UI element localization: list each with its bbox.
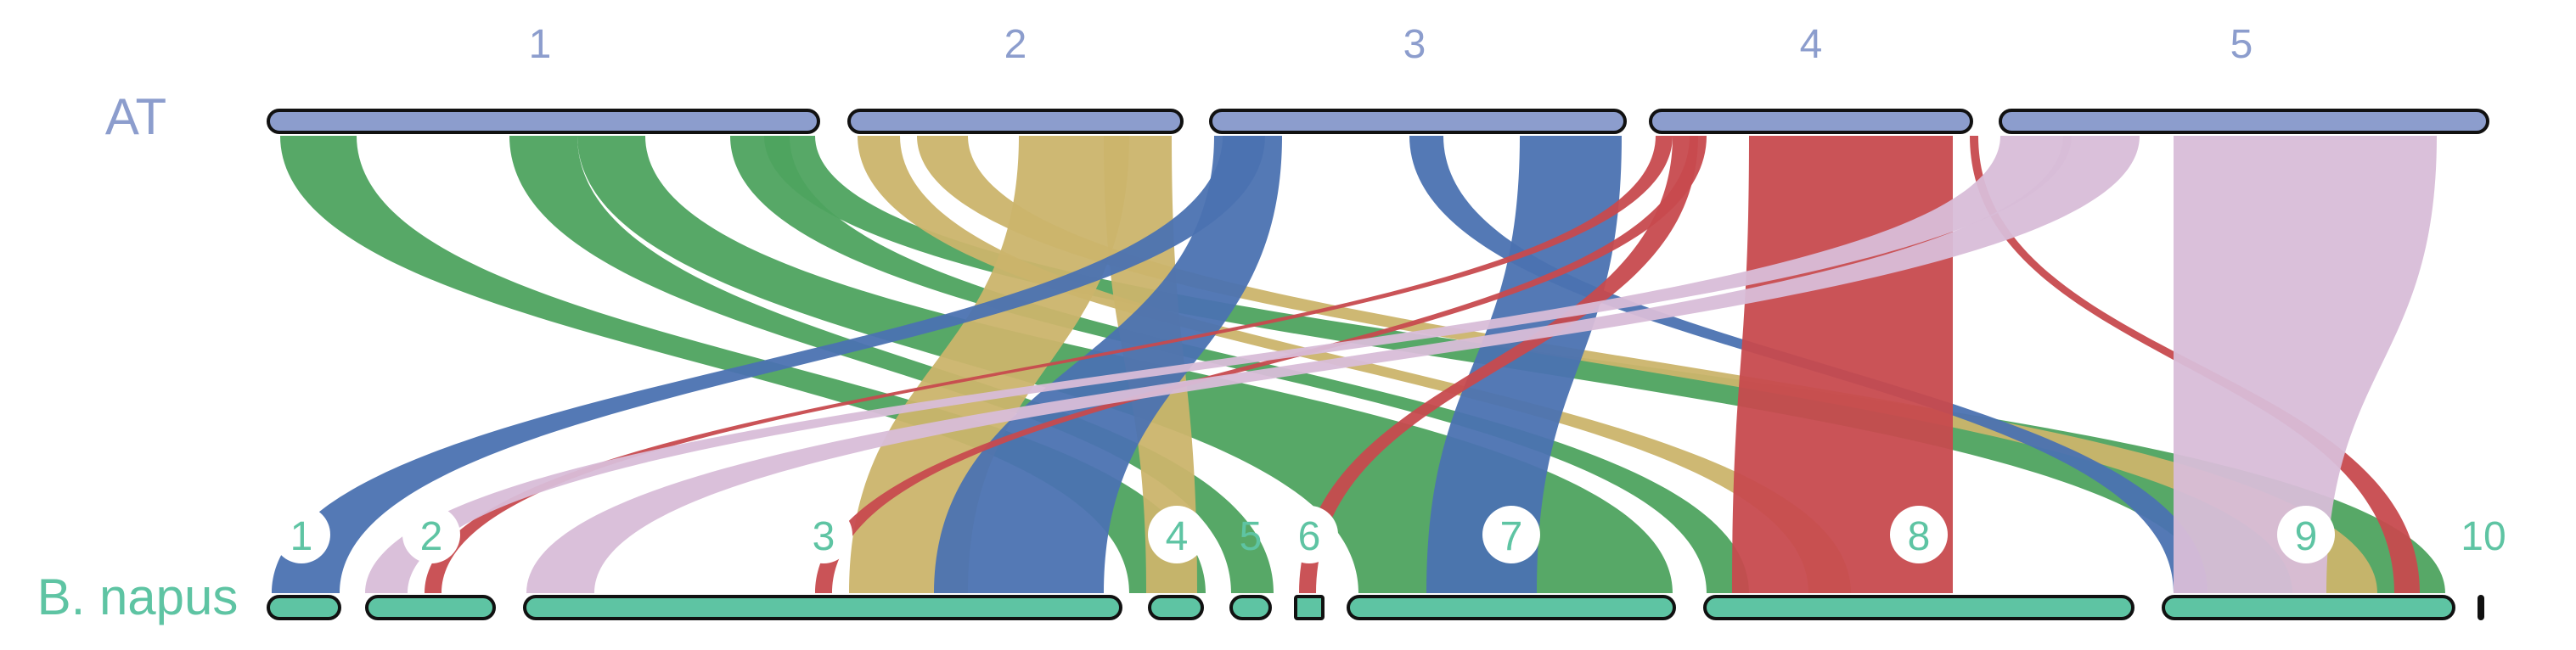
bottom-chromosome-2[interactable] <box>365 595 496 620</box>
bottom-chromosome-label-badge-6 <box>1280 506 1338 563</box>
top-genome-label: AT <box>105 88 166 145</box>
top-chromosome-4[interactable] <box>1649 109 1973 134</box>
synteny-ribbon-5-to-9 <box>2174 136 2437 593</box>
synteny-ribbon-2-to-9 <box>917 136 2377 593</box>
bottom-chromosome-label-1: 1 <box>290 514 313 559</box>
synteny-ribbon-4-to-8 <box>1732 136 1953 593</box>
top-chromosome-label-3: 3 <box>1403 22 1426 67</box>
bottom-chromosome-label-5: 5 <box>1240 514 1263 559</box>
bottom-chromosome-label-2: 2 <box>420 514 443 559</box>
top-chromosome-1[interactable] <box>267 109 820 134</box>
top-chromosome-label-5: 5 <box>2230 22 2253 67</box>
synteny-ribbon-5-to-3 <box>526 136 2140 593</box>
synteny-ribbon-3-to-7 <box>1426 136 1622 593</box>
bottom-chromosome-label-4: 4 <box>1166 514 1189 559</box>
bottom-chromosome-label-9: 9 <box>2295 514 2318 559</box>
bottom-chromosome-4[interactable] <box>1148 595 1204 620</box>
synteny-ribbon-4-to-2 <box>425 136 1673 593</box>
bottom-chromosome-3[interactable] <box>523 595 1122 620</box>
synteny-ribbon-1-to-5 <box>509 136 1274 593</box>
synteny-ribbon-4-to-3 <box>815 136 1707 593</box>
top-chromosome-5[interactable] <box>1999 109 2489 134</box>
bottom-chromosome-label-3: 3 <box>813 514 835 559</box>
bottom-chromosome-label-badge-9 <box>2277 506 2335 563</box>
top-chromosome-3[interactable] <box>1209 109 1627 134</box>
synteny-ribbons <box>272 136 2445 593</box>
bottom-genome-label: B. napus <box>37 569 239 625</box>
synteny-ribbon-5-to-2 <box>365 136 2072 593</box>
synteny-ribbon-1-to-4 <box>280 136 1206 593</box>
top-chromosome-2[interactable] <box>847 109 1184 134</box>
chromosome-bars <box>267 109 2489 620</box>
bottom-chromosome-label-badge-3 <box>795 506 852 563</box>
bottom-chromosome-label-7: 7 <box>1500 514 1523 559</box>
bottom-chromosome-8[interactable] <box>1703 595 2134 620</box>
bottom-chromosome-label-badge-4 <box>1148 506 1206 563</box>
bottom-chromosome-1[interactable] <box>267 595 341 620</box>
synteny-ribbon-3-to-1 <box>272 136 1265 593</box>
bottom-chromosome-9[interactable] <box>2162 595 2455 620</box>
bottom-chromosome-label-10: 10 <box>2461 514 2506 559</box>
bottom-chromosome-label-badge-8 <box>1890 506 1948 563</box>
bottom-chromosome-6[interactable] <box>1294 595 1325 620</box>
bottom-chromosome-label-badge-7 <box>1482 506 1540 563</box>
top-chromosome-label-1: 1 <box>529 22 552 67</box>
synteny-ribbon-4-to-6 <box>1299 136 1698 593</box>
top-chromosome-label-2: 2 <box>1004 22 1027 67</box>
bottom-chromosome-10[interactable] <box>2478 595 2484 620</box>
bottom-chromosome-label-8: 8 <box>1908 514 1931 559</box>
bottom-chromosome-5[interactable] <box>1229 595 1272 620</box>
bottom-chromosome-label-6: 6 <box>1298 514 1321 559</box>
bottom-chromosome-label-badge-2 <box>402 506 460 563</box>
bottom-chromosome-label-badge-1 <box>273 506 330 563</box>
bottom-chromosome-7[interactable] <box>1347 595 1676 620</box>
synteny-ribbon-3-to-3 <box>934 136 1282 593</box>
top-chromosome-label-4: 4 <box>1800 22 1823 67</box>
